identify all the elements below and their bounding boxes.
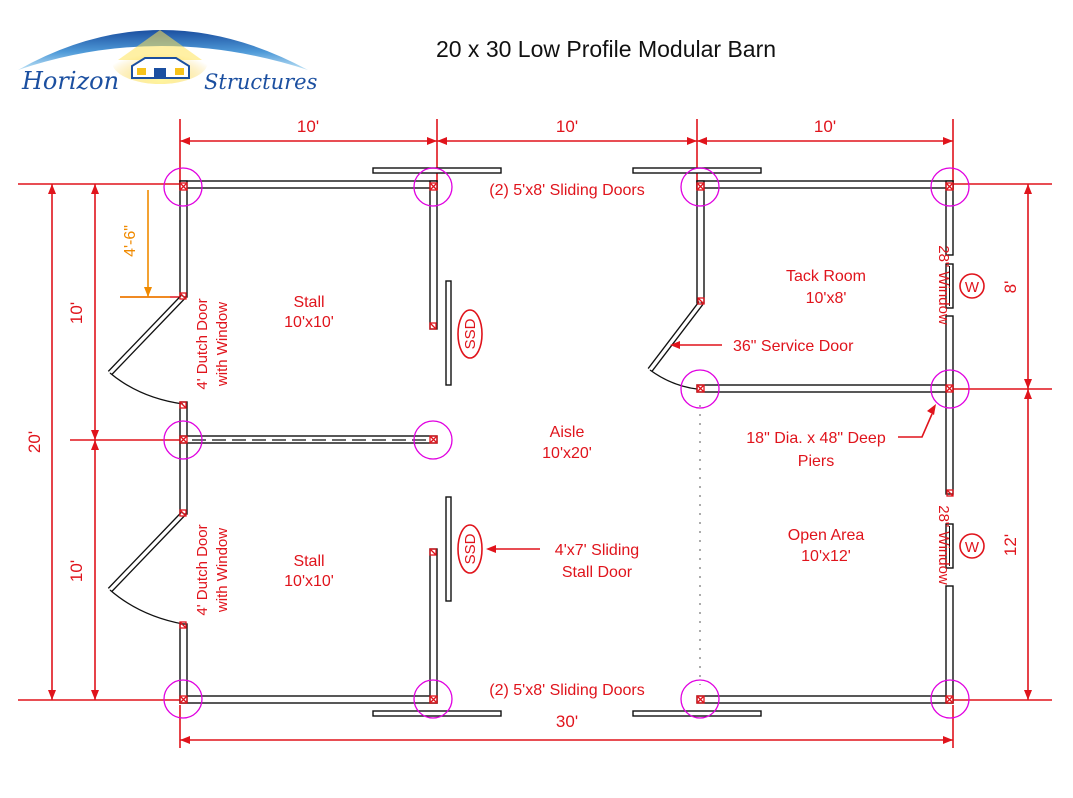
stall-door-top <box>445 280 452 386</box>
dim-left-offset: 4'-6" <box>122 225 139 257</box>
service-door <box>647 301 704 390</box>
logo: Horizon Structures <box>18 30 318 95</box>
piers <box>163 167 970 719</box>
ssd-tag-bottom: SSD <box>457 524 483 574</box>
dutch-door-top-label-2: with Window <box>214 302 231 387</box>
dim-top-1: 10' <box>297 117 319 136</box>
dim-right-lower: 12' <box>1001 534 1020 556</box>
dim-left-upper: 10' <box>67 302 86 324</box>
dutch-door-top <box>107 294 186 405</box>
posts <box>179 182 954 704</box>
dutch-door-bottom-label-1: 4' Dutch Door <box>194 524 211 615</box>
stall-bottom-size: 10'x10' <box>284 573 334 590</box>
tack-room-name: Tack Room <box>786 268 866 285</box>
stall-door-label-2: Stall Door <box>562 564 633 581</box>
leader-arrows <box>486 341 936 553</box>
barn-logo-icon <box>131 57 190 79</box>
dim-top-3: 10' <box>814 117 836 136</box>
sliding-doors-bottom-label: (2) 5'x8' Sliding Doors <box>489 682 645 699</box>
w-label-bottom: W <box>965 539 980 556</box>
open-area-size: 10'x12' <box>801 548 851 565</box>
sliding-doors-top-label: (2) 5'x8' Sliding Doors <box>489 182 645 199</box>
sliding-doors-bottom <box>372 710 762 717</box>
window-bottom-label: 28" Window <box>935 505 952 585</box>
service-door-label: 36" Service Door <box>733 338 854 355</box>
window-top-label: 28" Window <box>935 245 952 325</box>
w-label-top: W <box>965 279 980 296</box>
page-title: 20 x 30 Low Profile Modular Barn <box>436 36 776 62</box>
dutch-door-top-label-1: 4' Dutch Door <box>194 298 211 389</box>
ssd-label-top: SSD <box>462 318 479 349</box>
stall-top-name: Stall <box>293 294 324 311</box>
ssd-tag-top: SSD <box>457 309 483 359</box>
ssd-label-bottom: SSD <box>462 533 479 564</box>
logo-word-horizon: Horizon <box>21 67 119 95</box>
dutch-door-bottom <box>107 511 186 625</box>
dutch-door-bottom-label-2: with Window <box>214 528 231 613</box>
dim-top-2: 10' <box>556 117 578 136</box>
piers-label-2: Piers <box>798 453 834 470</box>
tack-room-size: 10'x8' <box>806 290 847 307</box>
dim-left-lower: 10' <box>67 560 86 582</box>
window-tack <box>945 263 954 309</box>
stall-bottom-name: Stall <box>293 553 324 570</box>
window-tag-top: W <box>959 273 985 299</box>
dimension-lines <box>18 119 1052 748</box>
stall-top-size: 10'x10' <box>284 314 334 331</box>
open-area-name: Open Area <box>788 527 865 544</box>
dim-left-total: 20' <box>25 431 44 453</box>
stall-door-bottom <box>445 496 452 602</box>
aisle-name: Aisle <box>550 424 585 441</box>
window-open <box>945 523 954 569</box>
stall-door-label-1: 4'x7' Sliding <box>555 542 639 559</box>
dim-bottom: 30' <box>556 712 578 731</box>
piers-label-1: 18" Dia. x 48" Deep <box>746 430 886 447</box>
dim-right-upper: 8' <box>1001 281 1020 294</box>
logo-word-structures: Structures <box>204 70 318 94</box>
aisle-size: 10'x20' <box>542 445 592 462</box>
window-tag-bottom: W <box>959 533 985 559</box>
